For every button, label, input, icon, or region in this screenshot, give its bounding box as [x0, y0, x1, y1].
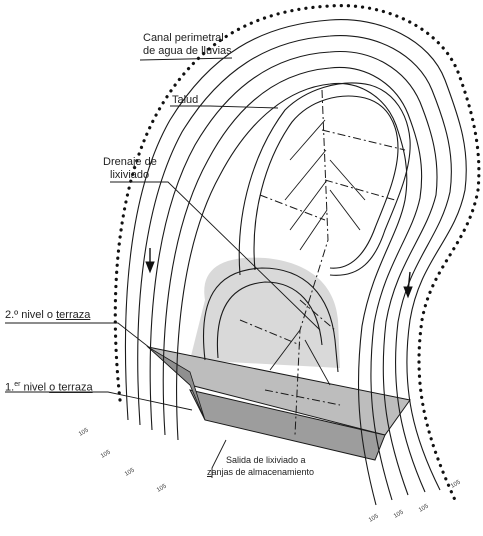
- label-nivel2: 2.º nivel o terraza: [5, 309, 90, 322]
- contour-number: 105: [78, 427, 90, 438]
- leader-canal: [139, 57, 233, 61]
- contour-inner-pit-2: [216, 281, 323, 359]
- flow-arrows: [145, 248, 413, 299]
- hatch-4: [299, 209, 328, 251]
- leader-salida: [211, 439, 227, 478]
- contour-6: [238, 82, 411, 276]
- drain-branch-6: [264, 389, 341, 406]
- leader-talud: [170, 105, 279, 109]
- contour-number: 105: [368, 513, 380, 524]
- contour-number: 105: [124, 467, 136, 478]
- upper-terrace-shading: [190, 257, 340, 368]
- label-nivel1-sup: er: [14, 381, 21, 388]
- rainwater-channel-dots: [113, 4, 481, 502]
- hatch-3: [289, 179, 328, 231]
- contour-numbers: 105 105 105 105 105 105 105 105: [78, 427, 462, 524]
- label-salida-line1: Salida de lixiviado a: [226, 455, 306, 465]
- hatch-2: [284, 149, 327, 201]
- label-nivel1-word: o terraza: [49, 381, 93, 394]
- hatch-1: [289, 119, 326, 161]
- leader-nivel1: [5, 391, 193, 411]
- contour-lines: [124, 19, 467, 506]
- contour-inner-pit: [202, 267, 339, 373]
- label-nivel1-prefix: 1.: [5, 381, 15, 394]
- contour-number: 105: [156, 483, 168, 494]
- label-salida-z: z: [207, 467, 212, 477]
- drain-branch-2: [324, 179, 396, 201]
- contour-outer: [124, 19, 467, 491]
- label-canal-line2: de agua de lluvias: [143, 45, 232, 57]
- contour-number: 105: [450, 479, 462, 490]
- drain-branch-4: [299, 299, 336, 331]
- label-nivel2-word: terraza: [56, 309, 91, 321]
- label-nivel2-prefix: 2.º nivel o: [5, 309, 57, 321]
- leader-lines: [5, 57, 321, 478]
- contour-5: [176, 82, 408, 506]
- first-terrace-platform: [189, 389, 386, 461]
- hatch-5: [329, 159, 366, 201]
- drain-branch-1: [321, 129, 406, 151]
- leader-drenaje: [110, 181, 321, 331]
- label-nivel1-mid: nivel: [20, 381, 50, 394]
- drain-branch-3: [259, 194, 326, 221]
- hatch-7: [269, 329, 301, 371]
- contour-3: [149, 50, 438, 496]
- label-canal-line1: Canal perimetral: [143, 32, 224, 44]
- flow-arrow-left-head: [145, 261, 155, 274]
- contour-7: [253, 95, 399, 271]
- leachate-drains: [239, 89, 406, 436]
- label-salida-line2: zanjas de almacenamiento: [207, 467, 314, 478]
- contour-number: 105: [418, 503, 430, 514]
- label-talud: Talud: [172, 94, 199, 106]
- drain-branch-5: [239, 319, 301, 346]
- label-drenaje-line1: Drenaje de: [103, 156, 157, 168]
- label-salida-rest: anjas de almacenamiento: [211, 467, 315, 477]
- contour-number: 105: [393, 509, 405, 520]
- terrace-front-face: [147, 346, 206, 421]
- contour-2: [137, 35, 452, 493]
- hatch-6: [329, 189, 361, 231]
- label-nivel1: 1.er nivel o terraza: [5, 378, 93, 395]
- flow-arrow-right-head: [403, 286, 413, 299]
- hatch-8: [304, 339, 331, 386]
- contour-number: 105: [100, 449, 112, 460]
- drain-main: [294, 89, 329, 436]
- contour-4: [162, 66, 423, 501]
- leader-nivel2: [5, 322, 151, 349]
- label-drenaje-line2: lixiviado: [110, 169, 150, 181]
- slope-hatching: [269, 119, 366, 386]
